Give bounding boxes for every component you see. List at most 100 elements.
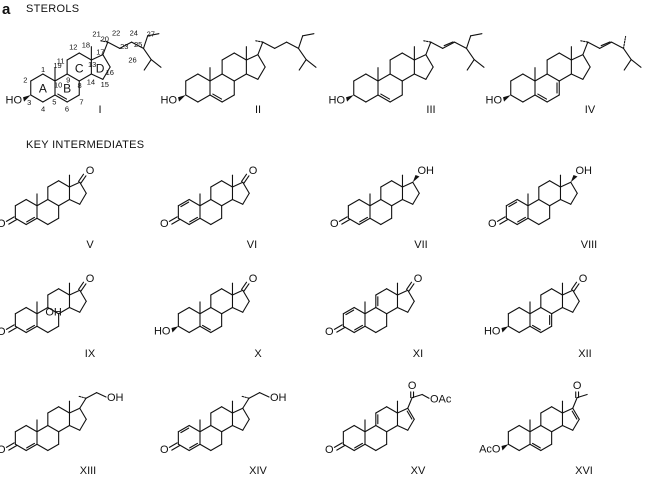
bond-C15-C16 — [572, 418, 580, 431]
side-chain-bond — [147, 33, 160, 37]
bond-C14-C8 — [221, 424, 234, 433]
carbonyl-bond — [336, 327, 346, 333]
bond-C10-C1 — [522, 73, 536, 82]
bond-C11-C12 — [210, 180, 223, 188]
bond-C5-C6 — [36, 325, 49, 334]
bond-C3-C4 — [507, 443, 520, 452]
carbonyl-bond — [336, 445, 346, 451]
atom-number-19: 19 — [53, 61, 61, 70]
atom-number-23: 23 — [120, 42, 128, 51]
atom-number-7: 7 — [79, 97, 83, 106]
bond-C6-C7 — [540, 325, 553, 334]
hashed-bond-C21 — [422, 40, 432, 43]
bond-C3-C4 — [505, 217, 518, 226]
bond-C17-C13 — [413, 54, 427, 61]
bond-C17-C13 — [231, 407, 244, 414]
carbonyl-bond — [338, 216, 348, 222]
bond-C8-C9 — [47, 424, 60, 433]
atom-number-17: 17 — [96, 48, 104, 57]
bond-C11-C12 — [375, 288, 388, 296]
double-bond-C1-C2 — [180, 427, 190, 434]
structure-XI: OO — [325, 273, 423, 338]
bond-C6-C7 — [210, 217, 223, 226]
hashed-bond-C21 — [99, 40, 109, 43]
bond-C10-C1 — [188, 306, 201, 315]
bond-C3-C4 — [14, 443, 27, 452]
bond-C17-C13 — [68, 289, 81, 296]
bond-C6-C7 — [47, 443, 60, 452]
oxygen-atom-3: O — [330, 218, 339, 230]
bond-C4-C5 — [518, 443, 531, 452]
carbonyl-bond — [8, 445, 18, 451]
hydroxyl-3: HO — [154, 325, 171, 337]
bond-C17-C13 — [401, 181, 414, 188]
bond-C16-C17 — [407, 407, 415, 420]
bond-C15-C16 — [242, 192, 250, 205]
bond-C9-C10 — [527, 198, 540, 207]
side-chain-bond — [274, 41, 288, 49]
bond-C9-C10 — [369, 198, 382, 207]
bond-C3-C4 — [342, 325, 355, 334]
carbonyl-bond — [8, 327, 18, 333]
carbonyl-bond — [5, 216, 15, 222]
bond-C14-C8 — [551, 424, 564, 433]
bond-C17-C20 — [242, 397, 250, 409]
structure-VIII: OOH — [488, 165, 592, 230]
double-bond-C5-C6 — [57, 93, 68, 100]
bond-C14-C8 — [58, 306, 71, 315]
bond-C14-C15 — [396, 306, 409, 313]
atom-number-24: 24 — [130, 29, 138, 38]
side-chain-bond — [131, 41, 145, 49]
bond-C1-C2 — [507, 424, 520, 433]
side-chain-bond — [102, 41, 109, 56]
bond-C12-C13 — [221, 288, 234, 296]
bond-C9-C10 — [529, 424, 542, 433]
bond-C15-C16 — [242, 300, 250, 313]
double-bond-C1-C2 — [180, 201, 190, 208]
structure-I: HO — [6, 33, 162, 106]
bond-C14-C8 — [221, 198, 234, 207]
bond-C15-C16 — [425, 66, 434, 80]
bond-C6-C7 — [210, 443, 223, 452]
bond-C8-C9 — [210, 424, 223, 433]
bond-C12-C13 — [391, 180, 404, 188]
bond-C10-C1 — [25, 424, 38, 433]
bond-C4-C5 — [353, 443, 366, 452]
wedge-bond — [503, 95, 511, 102]
atom-number-25: 25 — [134, 40, 142, 49]
bond-C8-C9 — [538, 198, 551, 207]
bond-C10-C1 — [358, 198, 371, 207]
double-bond-C5-C6 — [531, 324, 541, 331]
bond-C11-C12 — [375, 406, 388, 414]
wedge-bond — [501, 326, 509, 333]
bond-C14-C15 — [68, 198, 81, 205]
atom-number-20: 20 — [101, 34, 109, 43]
bond-C4-C5 — [42, 94, 56, 103]
compound-label-XI: XI — [413, 348, 423, 360]
bond-C1-C2 — [177, 306, 190, 315]
carbonyl-bond — [8, 219, 18, 225]
side-chain-bond — [425, 41, 432, 56]
side-chain-bond — [119, 41, 133, 49]
bond-C6-C7 — [380, 217, 393, 226]
structure-XII: HOO — [484, 273, 588, 337]
bond-C14-C8 — [58, 198, 71, 207]
bond-C12-C13 — [551, 406, 564, 414]
bond-C10-C1 — [42, 73, 56, 82]
bond-C21-O — [421, 393, 430, 399]
bond-C12-C13 — [58, 288, 71, 296]
bond-C6-C7 — [221, 94, 235, 103]
bond-C11-C12 — [538, 180, 551, 188]
carbonyl-bond — [171, 219, 181, 225]
bond-C8-C9 — [221, 73, 235, 82]
bond-C16-C17 — [570, 181, 578, 194]
atom-number-27: 27 — [147, 29, 155, 38]
compound-label-III: III — [426, 104, 435, 116]
bond-C1-C2 — [185, 73, 199, 82]
bond-C20-C21 — [411, 393, 423, 399]
atom-number-1: 1 — [41, 65, 45, 74]
bond-C14-C15 — [413, 73, 427, 80]
bond-C15-C16 — [412, 192, 420, 205]
bond-C14-C8 — [391, 198, 404, 207]
bond-C16-C17 — [79, 289, 87, 302]
